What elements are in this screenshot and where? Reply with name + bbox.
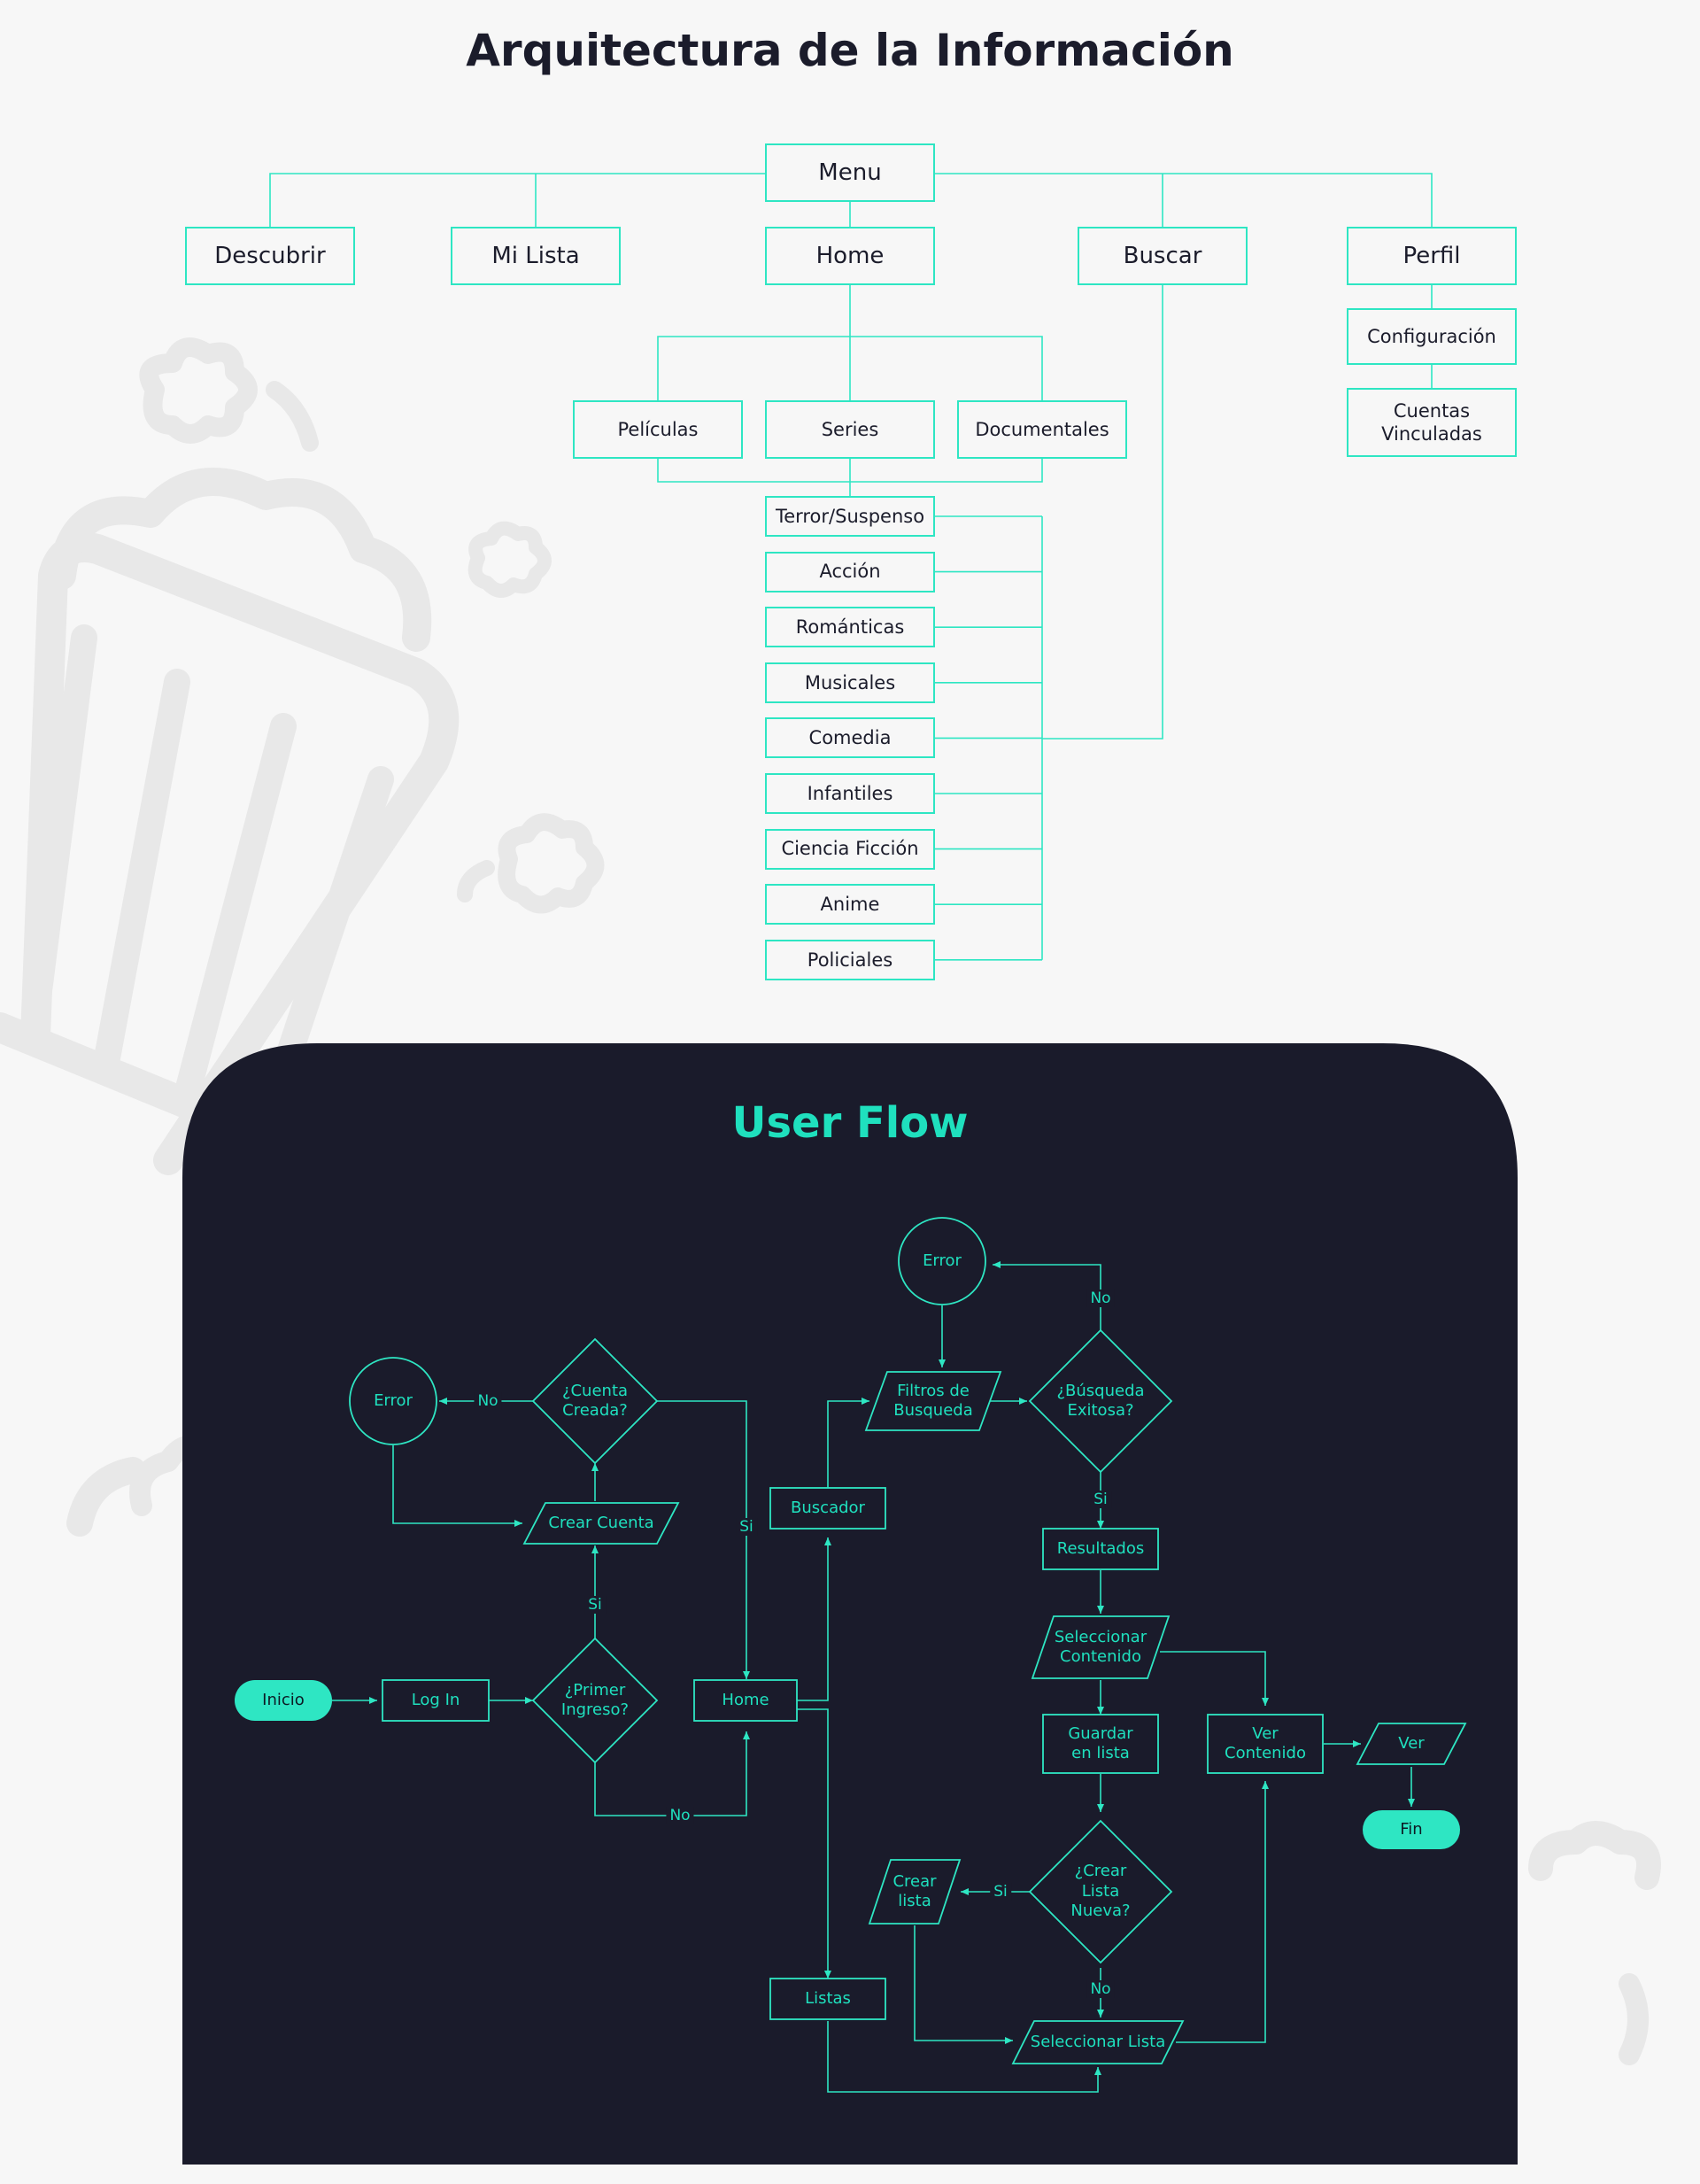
flow-node-filtros: Filtros de Busqueda xyxy=(893,1381,973,1421)
ver_contenido-box xyxy=(1207,1714,1324,1774)
ia-node-documentales: Documentales xyxy=(957,400,1127,459)
edge-seleccionar-ver xyxy=(1160,1651,1269,1706)
edge-sellista-vercontenido xyxy=(1176,1781,1269,2043)
user-flow-title: User Flow xyxy=(731,1098,969,1148)
home-box xyxy=(693,1679,798,1722)
edge-home-buscador xyxy=(797,1537,831,1701)
edge-label-si_primer: Si xyxy=(584,1596,606,1614)
ia-node-configuracion: Configuración xyxy=(1347,308,1517,365)
edge-label-no_primer: No xyxy=(666,1807,694,1824)
ia-node-anime: Anime xyxy=(765,884,935,925)
edge-label-si_crear: Si xyxy=(990,1883,1011,1901)
inicio-pill xyxy=(235,1680,332,1721)
flow-node-error2: Error xyxy=(923,1251,962,1270)
guardar-box xyxy=(1042,1714,1159,1774)
crear_lista-parallelogram xyxy=(868,1859,962,1925)
ia-node-series: Series xyxy=(765,400,935,459)
ia-connector-lines xyxy=(269,173,1433,961)
ia-node-comedia: Comedia xyxy=(765,717,935,759)
flow-node-login: Log In xyxy=(411,1690,460,1709)
flow-node-seleccionar: Seleccionar Contenido xyxy=(1054,1627,1148,1667)
resultados-box xyxy=(1042,1528,1159,1570)
flow-node-sel_lista: Seleccionar Lista xyxy=(1030,2032,1166,2051)
filtros-parallelogram xyxy=(864,1371,1002,1431)
ia-node-perfil: Perfil xyxy=(1347,227,1517,285)
flow-node-primer: ¿Primer Ingreso? xyxy=(560,1680,630,1720)
ia-link-menu-right xyxy=(935,173,1433,227)
flow-node-crear_lista_q: ¿Crear Lista Nueva? xyxy=(1070,1862,1131,1921)
ia-node-descubrir: Descubrir xyxy=(185,227,355,285)
ia-node-home: Home xyxy=(765,227,935,285)
flow-node-home: Home xyxy=(722,1690,769,1709)
flow-node-buscador: Buscador xyxy=(791,1498,865,1517)
ia-node-ciencia-ficcion: Ciencia Ficción xyxy=(765,828,935,870)
ia-node-policiales: Policiales xyxy=(765,939,935,980)
ia-node-musicales: Musicales xyxy=(765,662,935,703)
flow-node-resultados: Resultados xyxy=(1056,1538,1145,1558)
crear_cuenta-parallelogram xyxy=(522,1502,680,1545)
edge-home-listas xyxy=(797,1708,831,1979)
edge-error-crear xyxy=(392,1445,522,1527)
flow-node-crear_lista: Crear lista xyxy=(892,1871,937,1911)
error2-circle xyxy=(898,1217,986,1305)
ver-parallelogram xyxy=(1356,1723,1467,1765)
crear_lista_q-diamond xyxy=(1028,1819,1173,1964)
listas-box xyxy=(769,1978,886,2020)
ia-node-mi-lista: Mi Lista xyxy=(451,227,621,285)
ia-node-terror-suspenso: Terror/Suspenso xyxy=(765,496,935,537)
edge-label-si_home: Si xyxy=(736,1518,757,1536)
login-box xyxy=(382,1679,490,1722)
ia-node-accion: Acción xyxy=(765,551,935,592)
flow-node-inicio: Inicio xyxy=(262,1690,305,1709)
edge-listas-sellista xyxy=(827,2021,1101,2093)
ia-node-romanticas: Románticas xyxy=(765,607,935,648)
flow-shapes xyxy=(235,1217,1467,2064)
flow-node-error1: Error xyxy=(374,1390,413,1410)
edge-busqueda-error xyxy=(993,1261,1101,1330)
ia-link-buscar-genres xyxy=(1042,285,1163,740)
ia-node-buscar: Buscar xyxy=(1078,227,1248,285)
fin-pill xyxy=(1363,1810,1460,1849)
edge-label-si_busqueda: Si xyxy=(1090,1491,1111,1508)
edge-label-no_busqueda: No xyxy=(1086,1289,1115,1307)
flow-node-ver_contenido: Ver Contenido xyxy=(1225,1723,1306,1763)
edge-label-no_cuenta: No xyxy=(474,1392,502,1410)
edge-buscador-filtros xyxy=(827,1398,869,1488)
ia-link-menu-left xyxy=(269,173,765,227)
edge-label-no_crear: No xyxy=(1086,1980,1115,1998)
primer-diamond xyxy=(531,1637,659,1764)
error1-circle xyxy=(349,1357,437,1445)
edge-crearlista-sellista xyxy=(914,1925,1013,2044)
flow-node-busqueda: ¿Búsqueda Exitosa? xyxy=(1056,1381,1145,1421)
seleccionar-parallelogram xyxy=(1031,1615,1171,1679)
flow-node-listas: Listas xyxy=(805,1988,851,2008)
flow-node-cuenta_creada: ¿Cuenta Creada? xyxy=(561,1381,629,1421)
flow-node-ver: Ver xyxy=(1398,1733,1425,1753)
sel_lista-parallelogram xyxy=(1011,2020,1185,2064)
buscador-box xyxy=(769,1487,886,1530)
flow-node-crear_cuenta: Crear Cuenta xyxy=(548,1513,654,1532)
ia-title: Arquitectura de la Información xyxy=(466,25,1234,76)
flow-connector-lines xyxy=(332,1261,1415,2093)
ia-node-menu: Menu xyxy=(765,143,935,202)
flow-node-fin: Fin xyxy=(1400,1819,1423,1839)
user-flow-panel xyxy=(182,1043,1518,2165)
busqueda-diamond xyxy=(1028,1328,1173,1474)
edge-cuenta-home xyxy=(657,1400,750,1679)
cuenta_creada-diamond xyxy=(531,1337,659,1465)
ia-node-peliculas: Películas xyxy=(573,400,743,459)
flow-node-guardar: Guardar en lista xyxy=(1068,1723,1133,1763)
ia-link-home-bus xyxy=(657,336,1043,400)
ia-node-infantiles: Infantiles xyxy=(765,773,935,814)
ia-node-cuentas-vinculadas: Cuentas Vinculadas xyxy=(1347,388,1517,457)
